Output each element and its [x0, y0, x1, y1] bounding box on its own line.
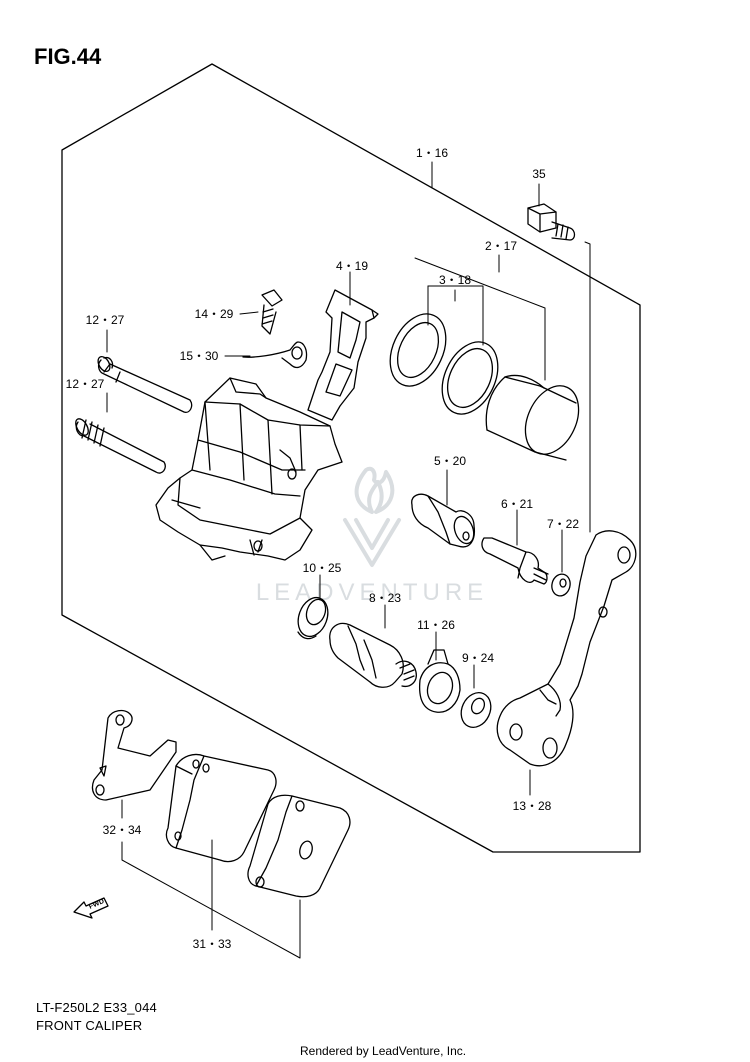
callout-3: 3・18 [439, 273, 471, 287]
caliper-bracket [496, 530, 637, 767]
forward-arrow-icon: FWD [73, 897, 109, 919]
callout-1: 1・16 [416, 146, 448, 160]
callout-7: 7・22 [547, 517, 579, 531]
assembly-outline [61, 63, 641, 853]
caliper-pin-lower [75, 418, 166, 474]
callout-32: 32・34 [103, 823, 142, 837]
callout-31: 31・33 [193, 937, 232, 951]
washer-small [551, 573, 571, 597]
pad-shim [91, 709, 177, 801]
bracket-bolt [527, 203, 576, 241]
callout-8: 8・23 [369, 591, 401, 605]
slide-pin-middle [481, 537, 549, 585]
watermark-text: LEADVENTURE [256, 579, 488, 606]
figure-title: FIG.44 [34, 44, 102, 69]
callout-4: 4・19 [336, 259, 368, 273]
callout-35: 35 [532, 167, 546, 181]
callout-9: 9・24 [462, 651, 494, 665]
callout-11: 11・26 [417, 618, 455, 632]
bleeder-cap [242, 341, 308, 369]
brake-pad-front [165, 753, 277, 863]
slide-pin-upper [411, 493, 476, 548]
brake-pad-rear [247, 794, 351, 898]
boot-large [418, 649, 461, 713]
caliper-piston [485, 374, 580, 461]
diagram-name: FRONT CALIPER [36, 1018, 143, 1033]
sleeve-pin [329, 622, 417, 688]
pin-boot [297, 596, 329, 640]
callout-6: 6・21 [501, 497, 533, 511]
callout-5: 5・20 [434, 454, 466, 468]
render-credit: Rendered by LeadVenture, Inc. [300, 1044, 467, 1058]
diagram-code: LT-F250L2 E33_044 [36, 1000, 157, 1015]
callout-15: 15・30 [180, 349, 219, 363]
callout-12-upper: 12・27 [86, 313, 125, 327]
leadventure-watermark: LEADVENTURE [256, 466, 488, 606]
flame-logo-icon [343, 466, 401, 567]
leader-lines [106, 161, 591, 959]
washer-large [460, 691, 492, 729]
bleeder-screw [261, 289, 283, 335]
callout-13: 13・28 [513, 799, 552, 813]
piston-seal-inner [441, 341, 499, 415]
caliper-pin-upper [97, 355, 193, 413]
callout-10: 10・25 [303, 561, 342, 575]
callout-14: 14・29 [195, 307, 234, 321]
piston-seal-outer [389, 313, 447, 387]
pad-spring [307, 289, 379, 421]
callout-12-lower: 12・27 [66, 377, 105, 391]
callouts: 1・16 35 2・17 3・18 4・19 14・29 15・30 12・27… [66, 146, 580, 951]
callout-2: 2・17 [485, 239, 517, 253]
caliper-body [155, 377, 343, 561]
